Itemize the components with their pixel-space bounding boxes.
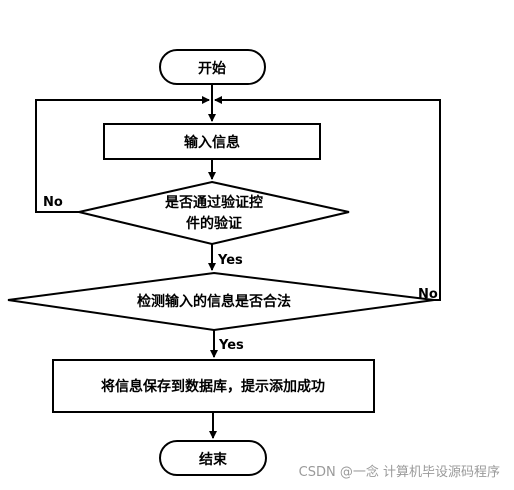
input-label: 输入信息	[184, 134, 240, 151]
start-label: 开始	[198, 60, 226, 77]
verify-label-line2: 件的验证	[186, 215, 242, 232]
verify-decision-diamond	[78, 180, 350, 246]
verify-yes-label: Yes	[217, 253, 243, 268]
end-label: 结束	[199, 451, 228, 468]
check-yes-label: Yes	[218, 338, 244, 353]
check-no-label: No	[418, 287, 438, 302]
end-terminator	[159, 440, 267, 476]
input-process-box	[103, 123, 321, 160]
verify-label-line1: 是否通过验证控	[165, 194, 263, 211]
verify-no-label: No	[43, 195, 63, 210]
check-label: 检测输入的信息是否合法	[137, 293, 291, 310]
watermark-text: CSDN @一念 计算机毕设源码程序	[299, 464, 500, 480]
save-process-box	[52, 359, 375, 413]
arrow-check-no-loop	[214, 96, 441, 301]
arrow-verify-no-loop	[35, 96, 210, 213]
save-label: 将信息保存到数据库，提示添加成功	[101, 378, 325, 395]
